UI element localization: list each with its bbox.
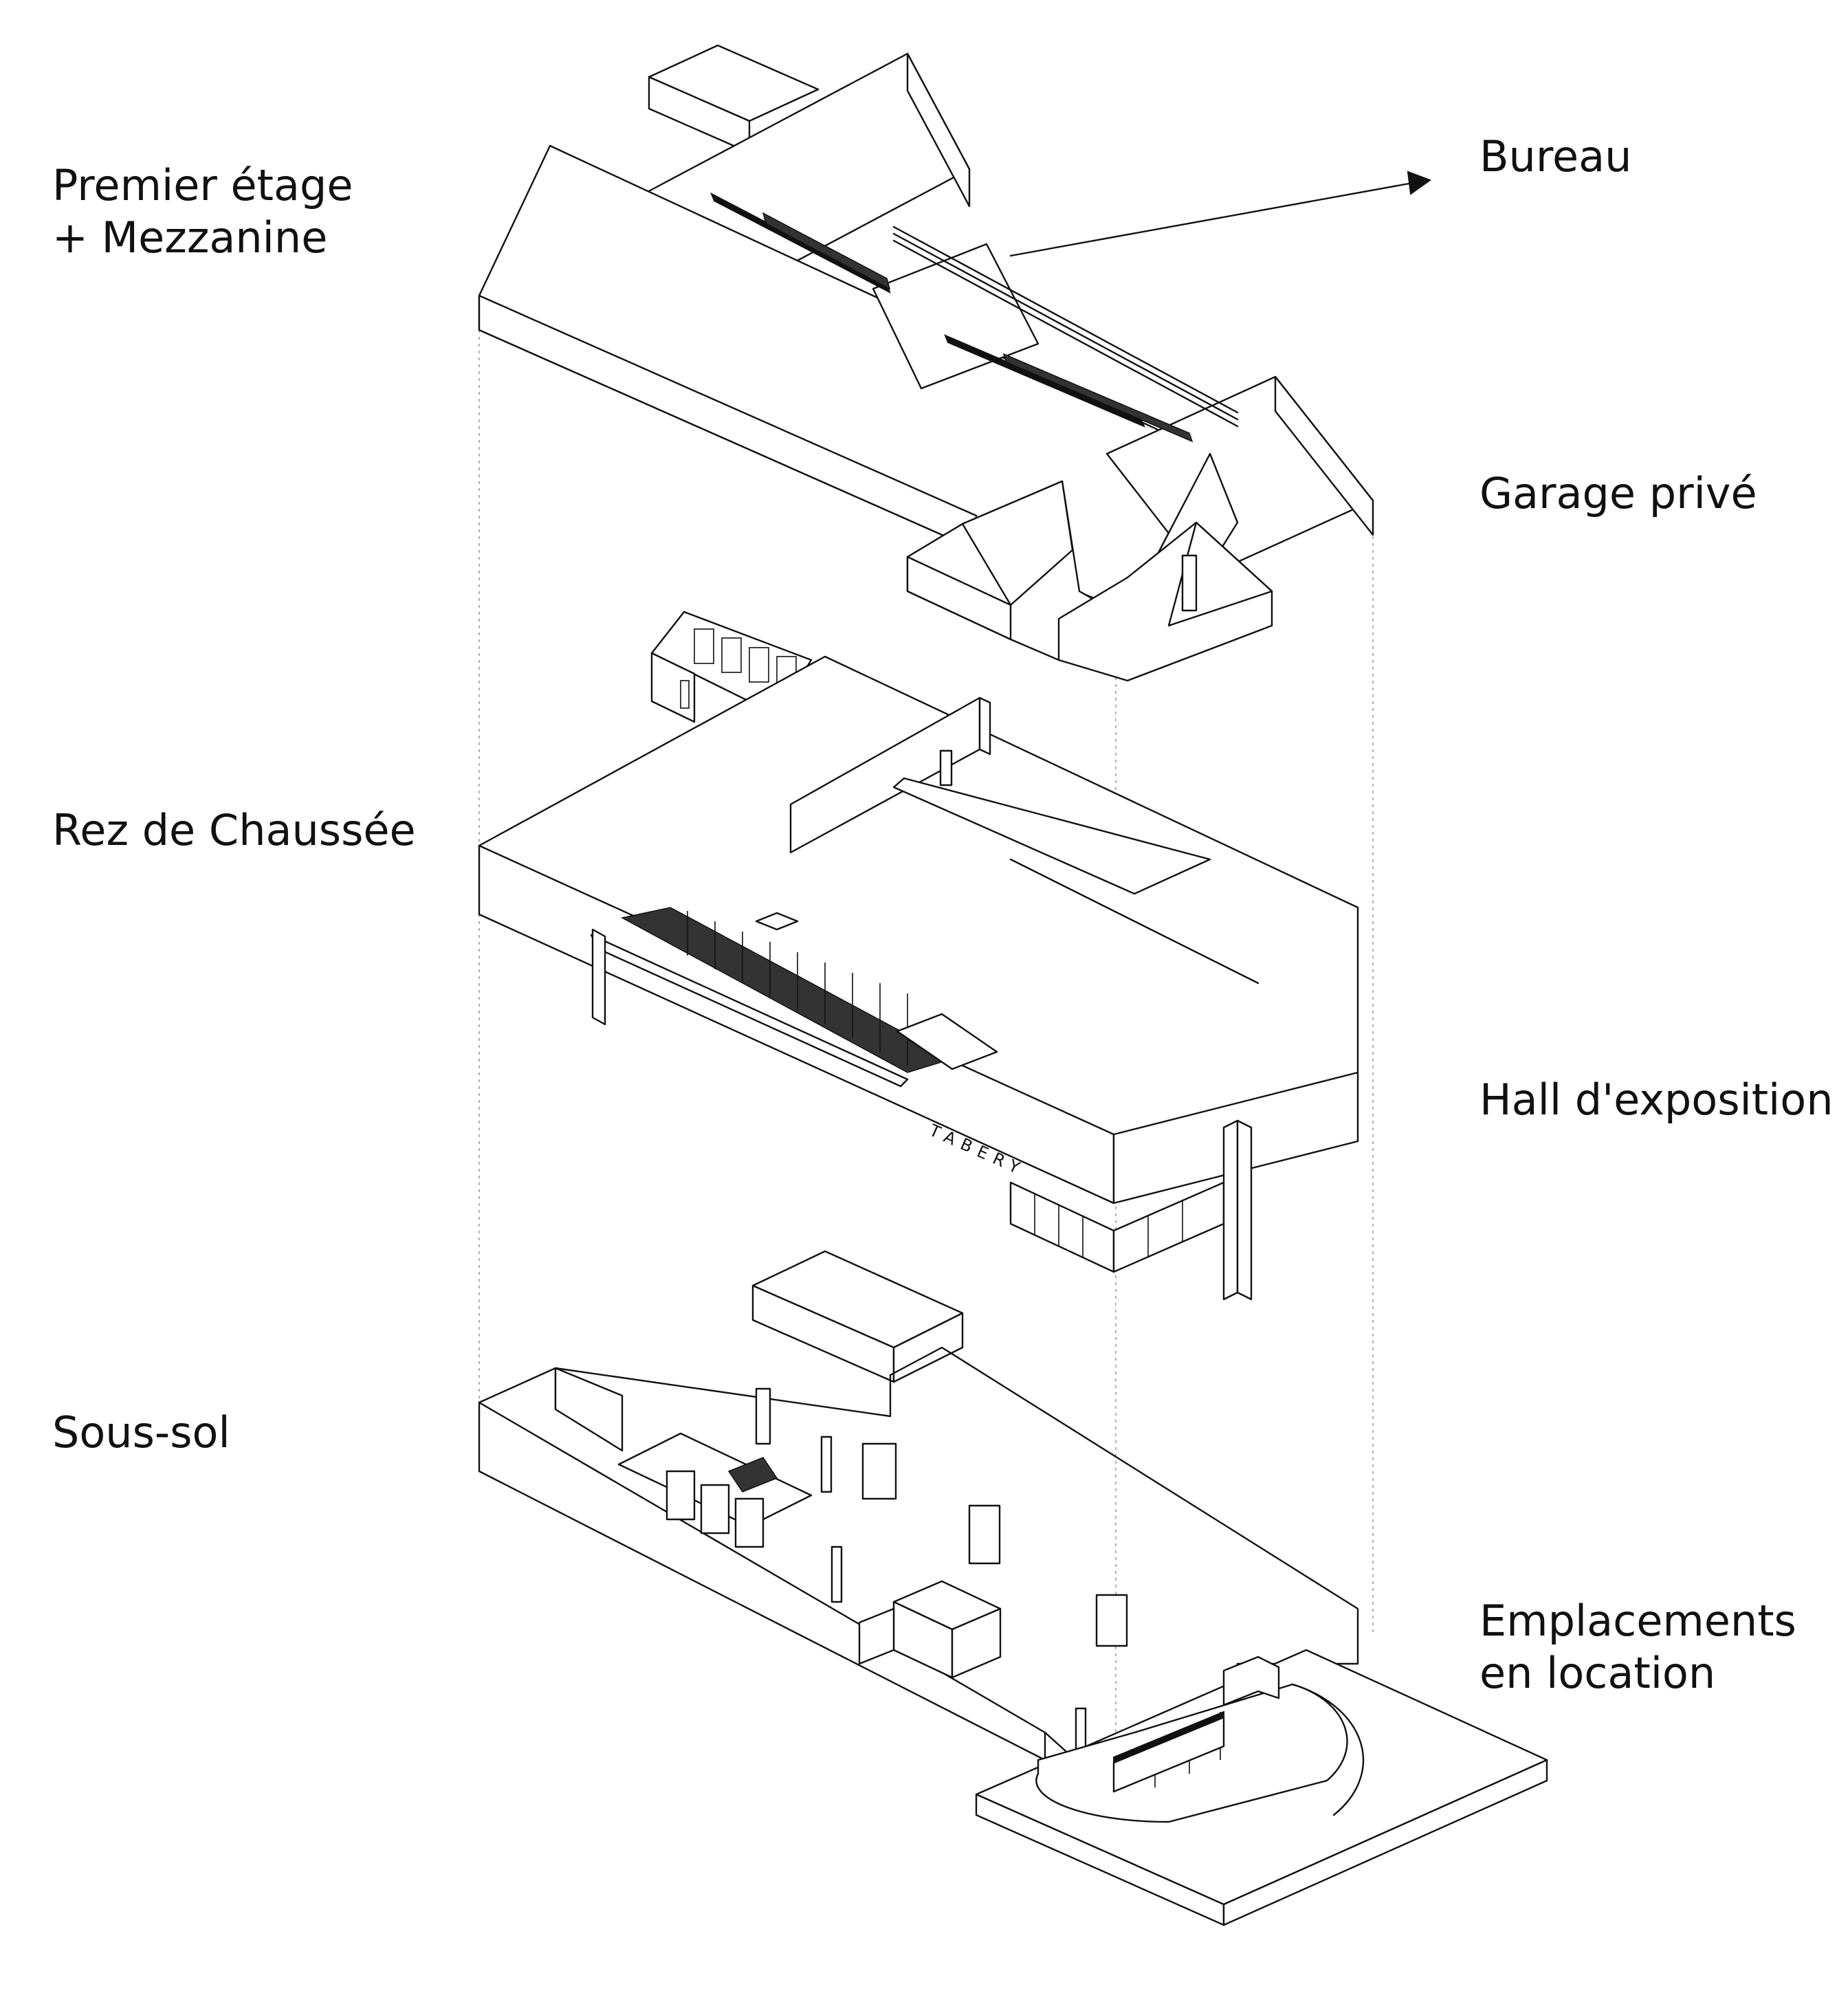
premier-etage-volume (478, 44, 1374, 682)
basement-glazing (1112, 1710, 1225, 1793)
label-garage-prive: Garage privé (1480, 468, 1757, 520)
label-bureau: Bureau (1480, 131, 1631, 183)
rez-de-chaussee-volume: TABERY (478, 610, 1359, 1301)
label-emplacements-location: Emplacements en location (1480, 1595, 1796, 1700)
label-premier-etage: Premier étage + Mezzanine (52, 160, 353, 264)
bureau-pointer-arrow (1009, 170, 1432, 257)
label-premier-etage-line2: + Mezzanine (52, 212, 328, 263)
label-sous-sol: Sous-sol (52, 1407, 230, 1459)
label-rez-de-chaussee: Rez de Chaussée (52, 804, 416, 857)
label-hall-exposition-text: Hall d'exposition (1480, 1075, 1834, 1125)
label-bureau-text: Bureau (1480, 131, 1632, 182)
label-rez-de-chaussee-text: Rez de Chaussée (52, 805, 416, 855)
stair-core (617, 1432, 813, 1548)
label-garage-prive-text: Garage privé (1480, 468, 1757, 518)
label-emplacements-line2: en location (1480, 1648, 1716, 1698)
label-emplacements-line1: Emplacements (1480, 1596, 1796, 1646)
label-hall-exposition: Hall d'exposition (1480, 1074, 1834, 1126)
sous-sol-volume (478, 1250, 1548, 1926)
label-sous-sol-text: Sous-sol (52, 1407, 230, 1458)
label-premier-etage-line1: Premier étage (52, 160, 353, 210)
